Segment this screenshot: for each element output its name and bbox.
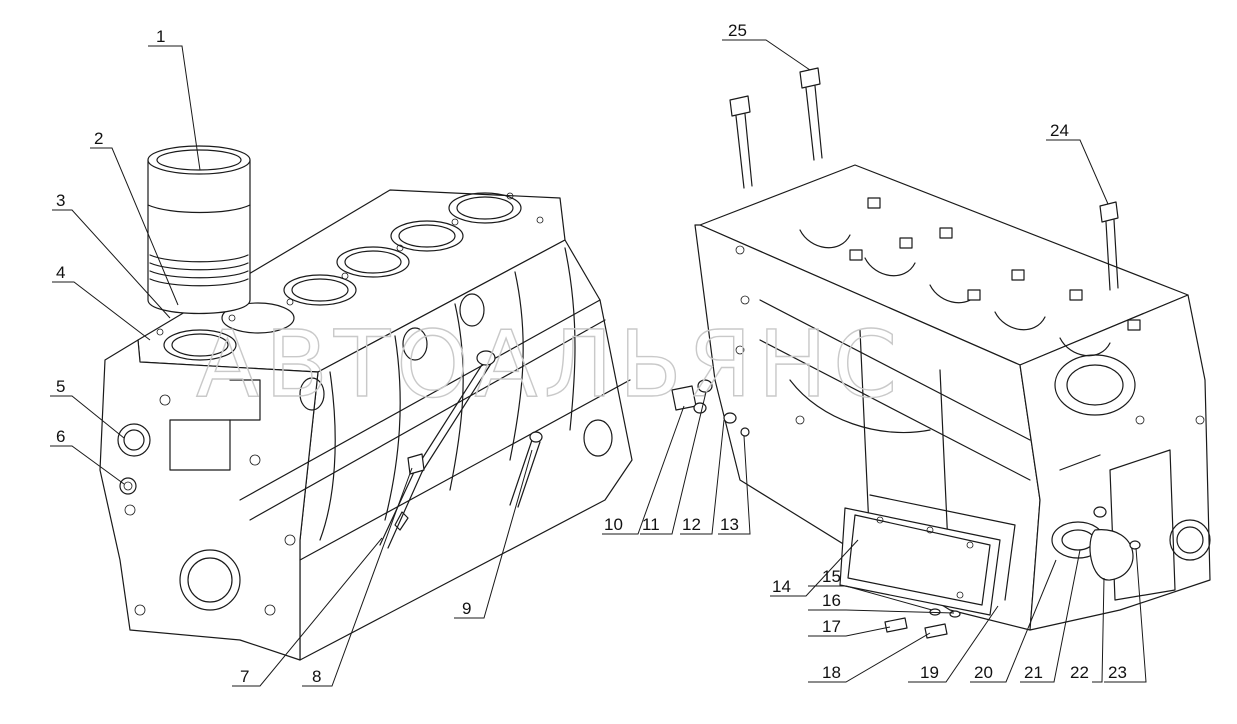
callout-22: 22 — [1070, 663, 1089, 682]
callout-7: 7 — [240, 667, 249, 686]
callout-4: 4 — [56, 263, 65, 282]
callout-14: 14 — [772, 577, 791, 596]
head-bolts — [729, 67, 823, 189]
right-cylinder-block — [694, 164, 1211, 631]
callout-24: 24 — [1050, 121, 1069, 140]
callout-20: 20 — [974, 663, 993, 682]
callout-1: 1 — [156, 27, 165, 46]
callout-23: 23 — [1108, 663, 1127, 682]
dipstick-tube — [379, 350, 496, 549]
watermark-text: АВТОАЛЬЯНС — [196, 311, 903, 418]
callout-9: 9 — [462, 599, 471, 618]
oil-pan-cover — [839, 494, 1016, 616]
callout-17: 17 — [822, 617, 841, 636]
callout-6: 6 — [56, 427, 65, 446]
plugs — [671, 379, 750, 437]
callout-numbers: 1 2 3 4 5 6 7 8 9 10 11 12 13 14 15 16 1… — [56, 21, 1127, 686]
oil-pipe — [509, 431, 543, 508]
callout-15: 15 — [822, 567, 841, 586]
callout-13: 13 — [720, 515, 739, 534]
leader-lines — [50, 39, 1147, 687]
main-bearing-bolt — [1099, 201, 1119, 291]
callout-12: 12 — [682, 515, 701, 534]
callout-21: 21 — [1024, 663, 1043, 682]
callout-2: 2 — [94, 129, 103, 148]
rear-cover-assembly — [1051, 506, 1141, 581]
left-cylinder-block — [99, 189, 633, 661]
callout-18: 18 — [822, 663, 841, 682]
callout-8: 8 — [312, 667, 321, 686]
callout-11: 11 — [642, 515, 660, 534]
callout-10: 10 — [604, 515, 623, 534]
callout-25: 25 — [728, 21, 747, 40]
callout-5: 5 — [56, 377, 65, 396]
callout-16: 16 — [822, 591, 841, 610]
cylinder-liner — [147, 145, 251, 315]
callout-3: 3 — [56, 191, 65, 210]
callout-19: 19 — [920, 663, 939, 682]
